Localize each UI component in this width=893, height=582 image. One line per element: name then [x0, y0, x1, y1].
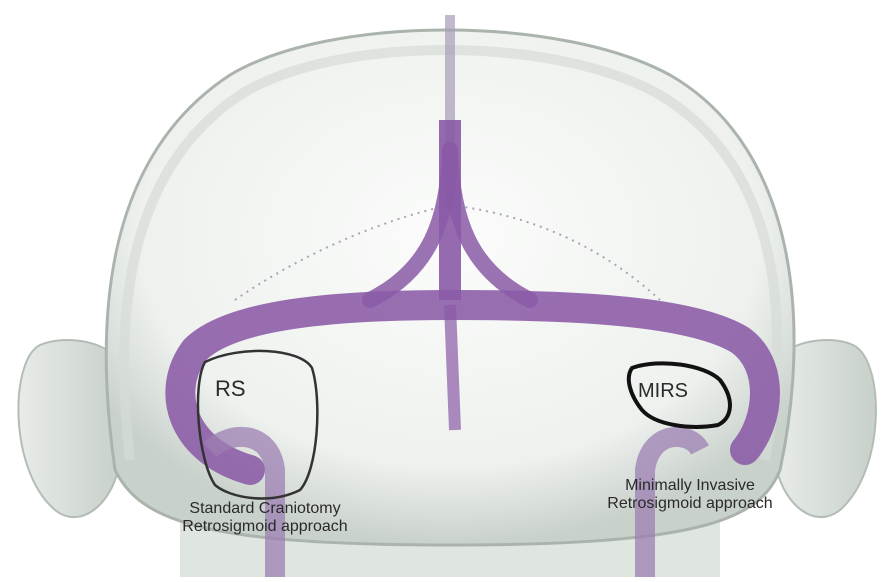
standard-craniotomy-caption: Standard Craniotomy Retrosigmoid approac… [130, 500, 400, 537]
caption-line: Standard Craniotomy [130, 500, 400, 518]
caption-line: Retrosigmoid approach [130, 518, 400, 536]
minimally-invasive-caption: Minimally Invasive Retrosigmoid approach [555, 477, 825, 514]
caption-line: Retrosigmoid approach [555, 495, 825, 513]
mirs-label: MIRS [638, 380, 688, 403]
rs-label: RS [215, 376, 246, 401]
left-ear [18, 340, 120, 517]
occipital-sinus [450, 305, 455, 430]
caption-line: Minimally Invasive [555, 477, 825, 495]
